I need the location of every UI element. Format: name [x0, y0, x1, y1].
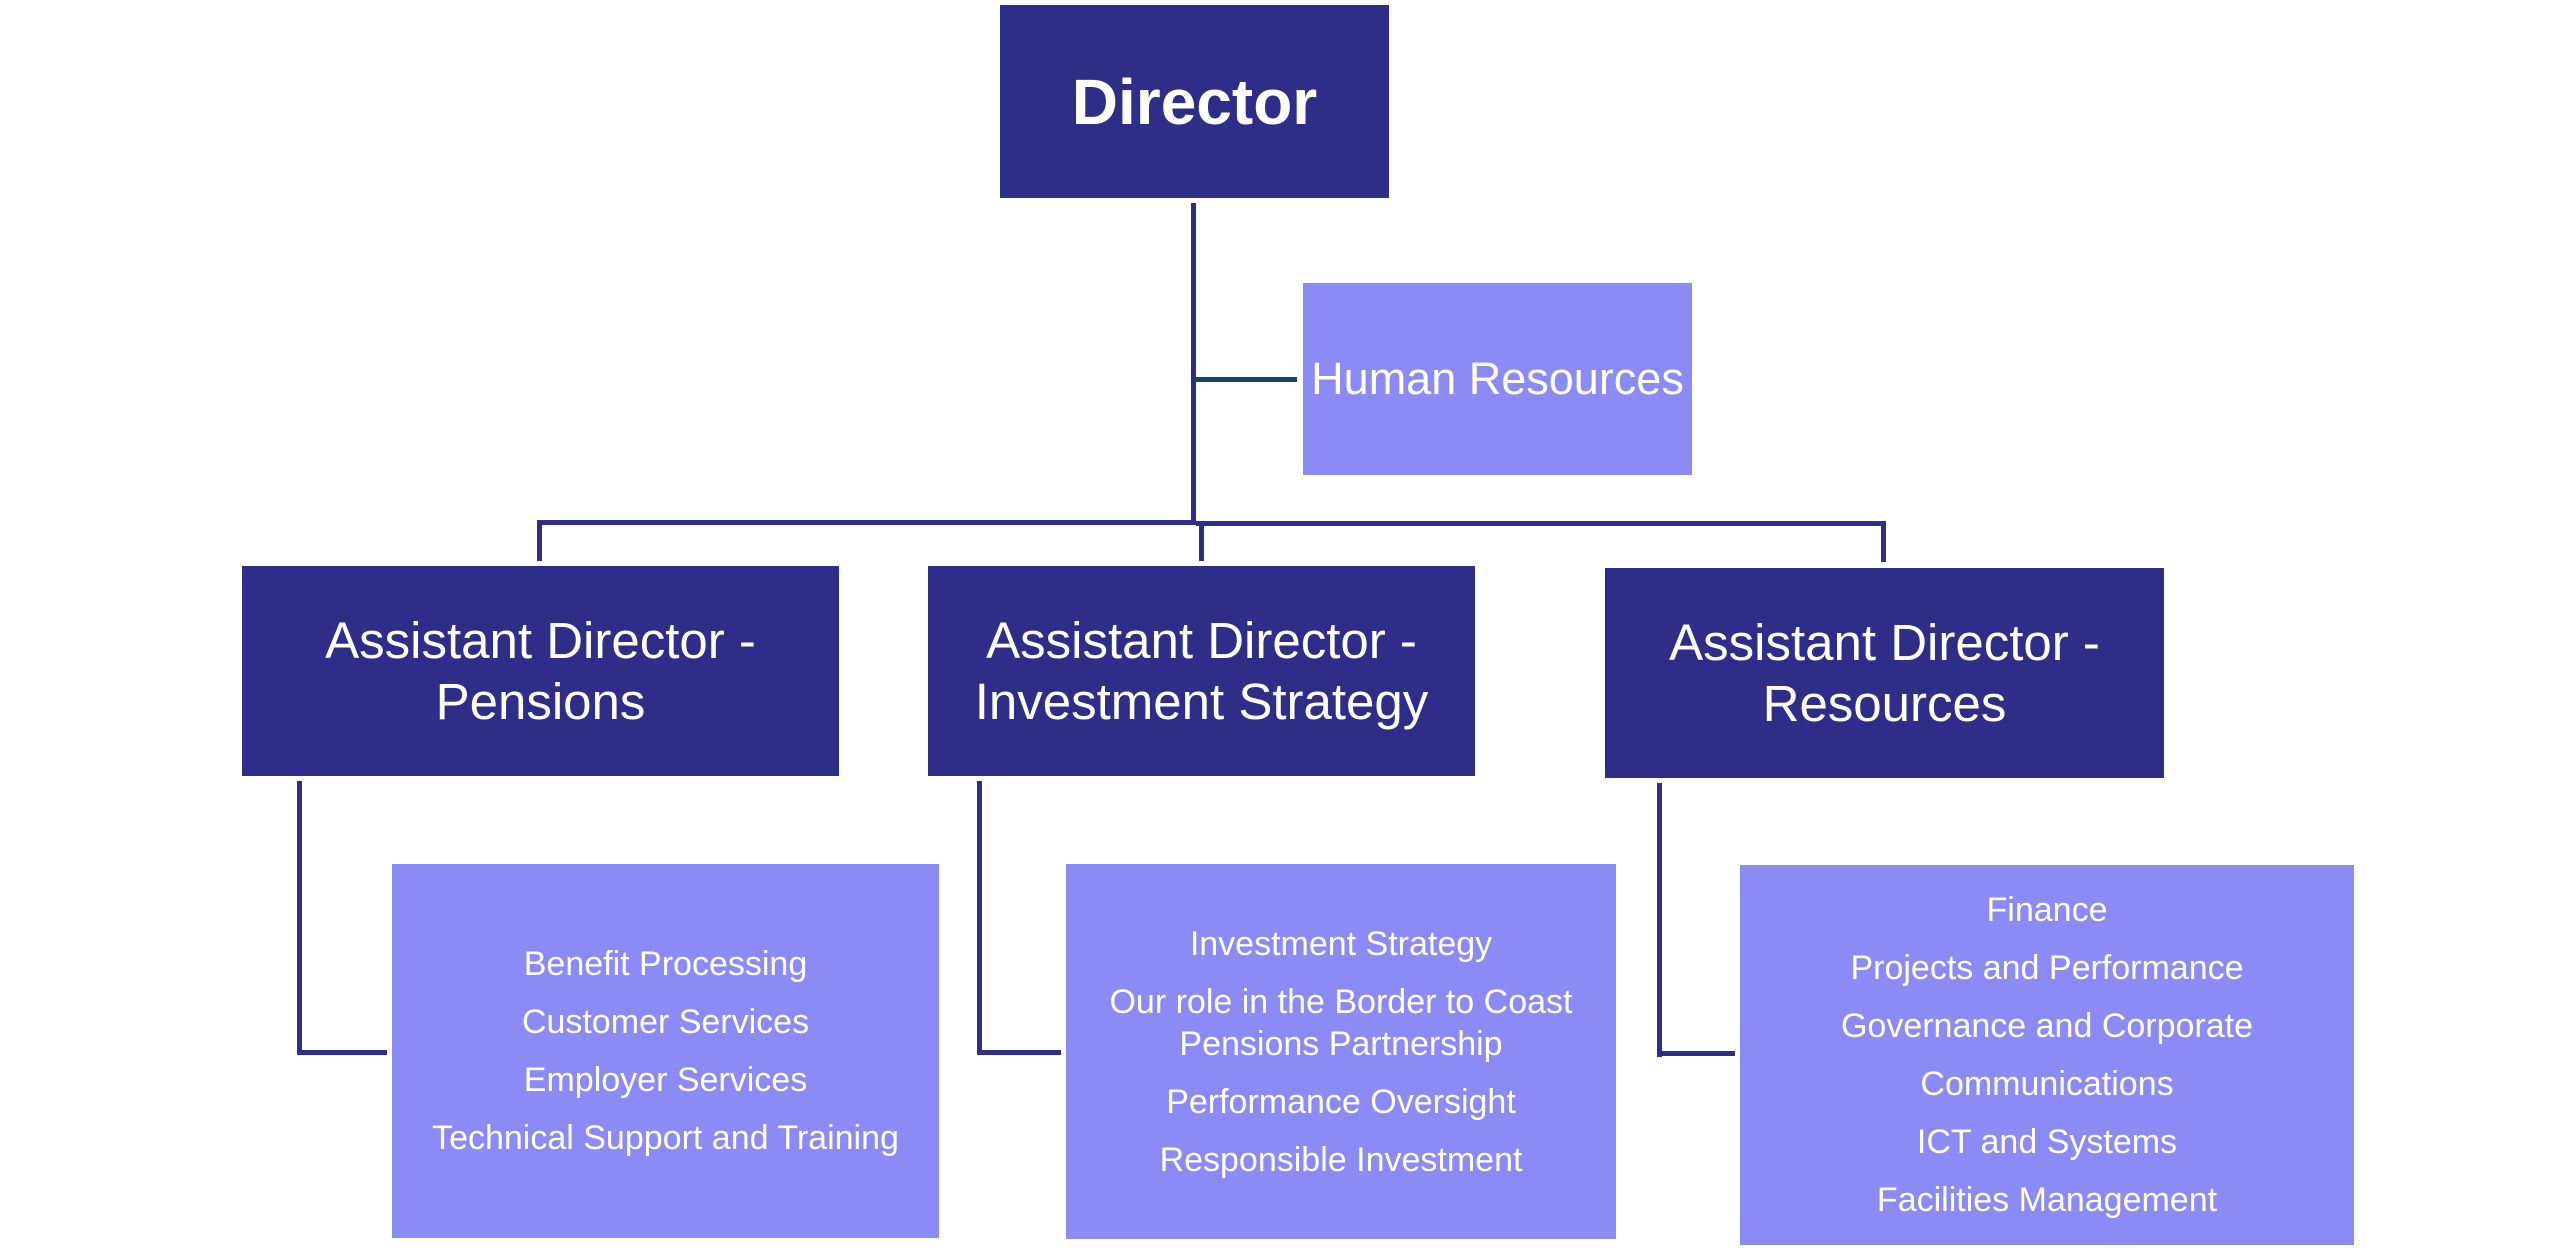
ad-pensions-box: Assistant Director - Pensions	[242, 566, 839, 776]
team-item: ICT and Systems	[1916, 1123, 2178, 1161]
ad-pensions-title-line1: Assistant Director -	[325, 612, 756, 669]
ad-resources-box: Assistant Director - Resources	[1605, 568, 2164, 778]
hr-connector	[1194, 377, 1297, 382]
elbow-pensions-horizontal	[297, 1050, 387, 1055]
team-item: Customer Services	[521, 1003, 810, 1041]
elbow-investment-vertical	[977, 781, 982, 1055]
human-resources-box: Human Resources	[1303, 283, 1692, 475]
team-item: Responsible Investment	[1159, 1140, 1523, 1179]
elbow-investment-horizontal	[977, 1050, 1061, 1055]
team-item: Our role in the Border to Coast Pensions…	[1109, 982, 1573, 1063]
director-label: Director	[1071, 65, 1318, 138]
team-item: Employer Services	[523, 1061, 808, 1099]
team-item: Technical Support and Training	[432, 1119, 899, 1157]
drop-connector-resources	[1881, 521, 1886, 562]
bus-connector-right	[1196, 521, 1886, 526]
team-item: Projects and Performance	[1850, 949, 2244, 987]
ad-resources-title-line2: Resources	[1762, 675, 2007, 732]
team-item: Finance	[1986, 891, 2108, 929]
ad-investment-title-line2: Investment Strategy	[974, 673, 1429, 730]
team-item: Benefit Processing	[523, 945, 808, 983]
bus-connector-left	[537, 520, 1196, 525]
elbow-resources-horizontal	[1657, 1051, 1735, 1056]
team-item: Facilities Management	[1876, 1181, 2218, 1219]
team-item: Governance and Corporate	[1840, 1007, 2254, 1045]
team-item: Investment Strategy	[1189, 924, 1493, 963]
director-box: Director	[1000, 5, 1389, 198]
investment-teams-box: Investment Strategy Our role in the Bord…	[1066, 864, 1616, 1239]
team-item: Performance Oversight	[1166, 1082, 1516, 1121]
ad-investment-strategy-box: Assistant Director - Investment Strategy	[928, 566, 1475, 776]
trunk-connector	[1191, 203, 1196, 525]
resources-teams-box: Finance Projects and Performance Governa…	[1740, 865, 2354, 1245]
ad-pensions-title-line2: Pensions	[435, 673, 646, 730]
human-resources-label: Human Resources	[1311, 353, 1684, 404]
team-item: Communications	[1920, 1065, 2174, 1103]
elbow-pensions-vertical	[297, 781, 302, 1055]
elbow-resources-vertical	[1657, 783, 1662, 1057]
ad-investment-title-line1: Assistant Director -	[986, 612, 1417, 669]
drop-connector-pensions	[537, 520, 542, 561]
ad-resources-title-line1: Assistant Director -	[1669, 614, 2100, 671]
pensions-teams-box: Benefit Processing Customer Services Emp…	[392, 864, 939, 1238]
drop-connector-investment	[1199, 521, 1204, 561]
